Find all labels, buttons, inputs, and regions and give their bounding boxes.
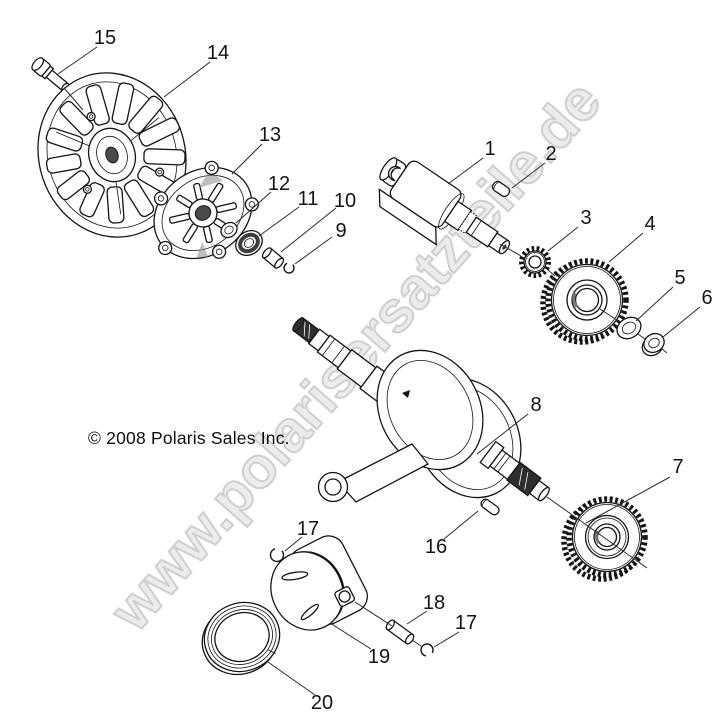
part-3-gear (519, 246, 551, 278)
crank-right-shaft (479, 440, 550, 502)
callout-1: 1 (484, 138, 495, 160)
callout-9: 9 (335, 220, 346, 242)
callout-8: 8 (530, 394, 541, 416)
callout-17-upper: 17 (297, 518, 319, 540)
callout-5: 5 (674, 267, 685, 289)
callout-19: 19 (368, 646, 390, 668)
flywheel-fins (45, 82, 186, 224)
part-14-flywheel (37, 72, 187, 238)
part-17-circlip-lower (420, 643, 434, 657)
copyright-text: © 2008 Polaris Sales Inc. (88, 428, 290, 448)
part-9-circlip (283, 262, 295, 274)
callout-20: 20 (311, 692, 333, 714)
part-16-pin (480, 498, 500, 516)
part-12-washer (220, 221, 238, 239)
part-15-bolt (31, 57, 70, 92)
part-1-balance-shaft (378, 157, 511, 255)
connecting-rod (336, 443, 429, 503)
part-20-ring-set (201, 601, 281, 676)
callout-3: 3 (580, 207, 591, 229)
part-10-bushing (261, 247, 285, 269)
callout-15: 15 (94, 27, 116, 49)
leader-lines (57, 46, 701, 696)
part-11-seal (235, 229, 263, 257)
callout-7: 7 (672, 456, 683, 478)
callout-4: 4 (644, 213, 655, 235)
callout-16: 16 (425, 536, 447, 558)
part-6-washer (641, 332, 665, 357)
part-4-gear (540, 258, 629, 345)
callout-10: 10 (334, 190, 356, 212)
callout-labels: 1 2 3 4 5 6 7 8 9 10 11 12 13 14 15 16 1… (94, 27, 713, 714)
axis-lines (63, 87, 668, 647)
part-8-crankshaft (292, 317, 550, 503)
callout-6: 6 (701, 287, 712, 309)
callout-17-lower: 17 (455, 612, 477, 634)
callout-2: 2 (545, 143, 556, 165)
callout-14: 14 (207, 42, 229, 64)
part-7-gear (561, 496, 648, 582)
callout-13: 13 (259, 124, 281, 146)
part-19-piston (270, 535, 368, 631)
part-18-wrist-pin (385, 619, 415, 645)
callout-18: 18 (423, 592, 445, 614)
part-2-pin (491, 180, 511, 198)
callout-11: 11 (298, 188, 319, 210)
part-5-washer (616, 316, 642, 340)
callout-12: 12 (268, 173, 290, 195)
